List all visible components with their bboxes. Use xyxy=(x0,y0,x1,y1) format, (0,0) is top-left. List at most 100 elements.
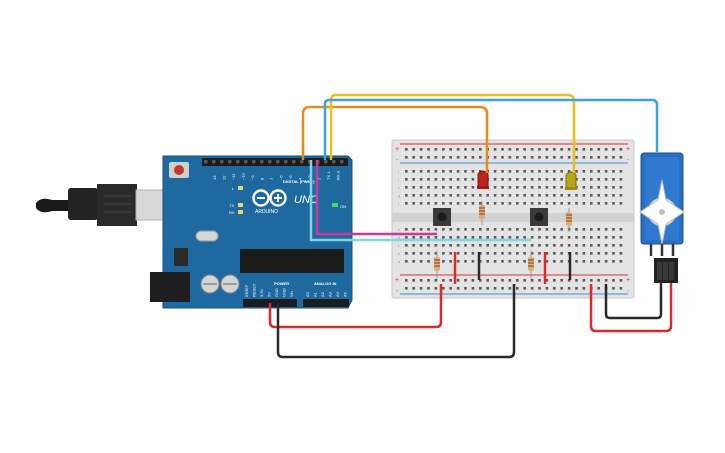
header-pin[interactable] xyxy=(252,160,256,164)
breadboard-hole[interactable] xyxy=(619,279,623,282)
breadboard-hole[interactable] xyxy=(582,148,586,151)
breadboard-hole[interactable] xyxy=(582,279,586,282)
breadboard-hole[interactable] xyxy=(419,279,423,282)
breadboard-hole[interactable] xyxy=(553,252,556,255)
breadboard-hole[interactable] xyxy=(582,170,586,173)
breadboard-hole[interactable] xyxy=(464,186,467,189)
breadboard-hole[interactable] xyxy=(523,228,526,231)
breadboard-hole[interactable] xyxy=(619,236,623,239)
breadboard-hole[interactable] xyxy=(619,260,623,263)
wire-cyan[interactable] xyxy=(309,160,531,242)
breadboard-hole[interactable] xyxy=(479,236,482,239)
breadboard-hole[interactable] xyxy=(612,279,615,282)
breadboard-hole[interactable] xyxy=(575,260,578,263)
breadboard-hole[interactable] xyxy=(419,178,423,181)
breadboard-hole[interactable] xyxy=(523,186,526,189)
breadboard-hole[interactable] xyxy=(419,194,423,197)
breadboard-hole[interactable] xyxy=(405,252,408,255)
breadboard-hole[interactable] xyxy=(456,236,460,239)
breadboard-hole[interactable] xyxy=(545,170,549,173)
breadboard-hole[interactable] xyxy=(456,170,460,173)
breadboard-hole[interactable] xyxy=(412,148,415,151)
breadboard-hole[interactable] xyxy=(471,178,475,181)
breadboard-hole[interactable] xyxy=(604,244,608,247)
breadboard-hole[interactable] xyxy=(560,186,563,189)
breadboard-hole[interactable] xyxy=(516,148,519,151)
breadboard-hole[interactable] xyxy=(405,244,408,247)
breadboard-hole[interactable] xyxy=(412,156,415,159)
breadboard-hole[interactable] xyxy=(405,236,408,239)
breadboard-hole[interactable] xyxy=(538,156,541,159)
breadboard-hole[interactable] xyxy=(560,178,563,181)
breadboard-hole[interactable] xyxy=(449,228,452,231)
breadboard-hole[interactable] xyxy=(464,170,467,173)
breadboard-hole[interactable] xyxy=(553,236,556,239)
breadboard-hole[interactable] xyxy=(456,252,460,255)
breadboard-hole[interactable] xyxy=(493,279,497,282)
breadboard-hole[interactable] xyxy=(456,156,460,159)
breadboard-hole[interactable] xyxy=(464,244,467,247)
breadboard-hole[interactable] xyxy=(405,202,408,205)
breadboard-hole[interactable] xyxy=(405,194,408,197)
breadboard-hole[interactable] xyxy=(560,287,563,290)
breadboard-hole[interactable] xyxy=(479,194,482,197)
breadboard-hole[interactable] xyxy=(412,252,415,255)
breadboard-hole[interactable] xyxy=(508,178,512,181)
breadboard-hole[interactable] xyxy=(471,252,475,255)
breadboard-hole[interactable] xyxy=(456,194,460,197)
breadboard-hole[interactable] xyxy=(516,287,519,290)
breadboard-hole[interactable] xyxy=(530,287,534,290)
breadboard-hole[interactable] xyxy=(545,244,549,247)
breadboard-hole[interactable] xyxy=(434,186,438,189)
breadboard-hole[interactable] xyxy=(553,228,556,231)
breadboard-hole[interactable] xyxy=(508,252,512,255)
breadboard-hole[interactable] xyxy=(456,279,460,282)
breadboard-hole[interactable] xyxy=(501,156,504,159)
breadboard-hole[interactable] xyxy=(479,202,482,205)
breadboard-hole[interactable] xyxy=(560,148,563,151)
breadboard-hole[interactable] xyxy=(419,202,423,205)
breadboard-hole[interactable] xyxy=(590,148,593,151)
wire-magenta[interactable] xyxy=(315,160,437,236)
breadboard-hole[interactable] xyxy=(575,202,578,205)
breadboard-hole[interactable] xyxy=(449,236,452,239)
breadboard-hole[interactable] xyxy=(471,279,475,282)
breadboard-hole[interactable] xyxy=(427,170,430,173)
breadboard-hole[interactable] xyxy=(412,287,415,290)
breadboard-hole[interactable] xyxy=(545,194,549,197)
breadboard-hole[interactable] xyxy=(523,260,526,263)
breadboard-hole[interactable] xyxy=(516,228,519,231)
breadboard-hole[interactable] xyxy=(612,148,615,151)
breadboard-hole[interactable] xyxy=(567,287,571,290)
breadboard-hole[interactable] xyxy=(560,279,563,282)
digital-pins[interactable] xyxy=(204,160,344,164)
breadboard-hole[interactable] xyxy=(486,194,489,197)
breadboard-hole[interactable] xyxy=(456,186,460,189)
breadboard-hole[interactable] xyxy=(612,228,615,231)
breadboard-hole[interactable] xyxy=(464,260,467,263)
breadboard-hole[interactable] xyxy=(553,156,556,159)
breadboard-hole[interactable] xyxy=(590,244,593,247)
breadboard-hole[interactable] xyxy=(449,252,452,255)
breadboard-hole[interactable] xyxy=(479,156,482,159)
breadboard-hole[interactable] xyxy=(560,244,563,247)
breadboard-hole[interactable] xyxy=(553,244,556,247)
breadboard-hole[interactable] xyxy=(575,156,578,159)
breadboard-hole[interactable] xyxy=(449,194,452,197)
breadboard-hole[interactable] xyxy=(412,170,415,173)
breadboard-hole[interactable] xyxy=(449,156,452,159)
breadboard-hole[interactable] xyxy=(604,194,608,197)
breadboard-hole[interactable] xyxy=(412,178,415,181)
breadboard-hole[interactable] xyxy=(523,156,526,159)
header-pin[interactable] xyxy=(284,160,288,164)
breadboard-hole[interactable] xyxy=(405,279,408,282)
breadboard-hole[interactable] xyxy=(567,244,571,247)
breadboard-hole[interactable] xyxy=(619,287,623,290)
breadboard-hole[interactable] xyxy=(464,156,467,159)
breadboard-hole[interactable] xyxy=(604,279,608,282)
breadboard-hole[interactable] xyxy=(575,287,578,290)
breadboard-hole[interactable] xyxy=(501,178,504,181)
breadboard-hole[interactable] xyxy=(612,252,615,255)
red-led[interactable] xyxy=(477,170,489,189)
breadboard-hole[interactable] xyxy=(508,156,512,159)
